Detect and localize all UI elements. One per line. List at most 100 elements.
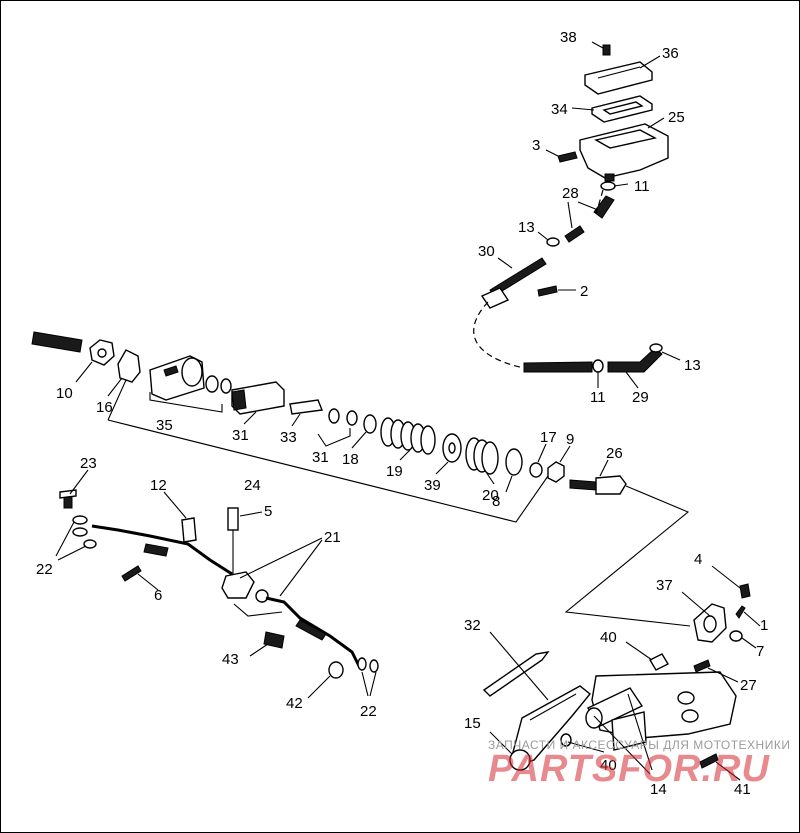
part-clevis-26 [595,475,627,495]
callout-29: 29 [632,389,649,406]
watermark-tagline: ЗАПЧАСТИ И АКСЕССУАРЫ ДЛЯ МОТОТЕХНИКИ [488,738,791,752]
callout-9: 9 [566,431,574,448]
part-clamp-13-lower [649,343,663,353]
part-piston-31-thread [231,389,247,411]
part-clamp-11-top [600,181,616,191]
callout-21: 21 [324,529,341,546]
callout-43: 43 [222,651,239,668]
part-nut-9 [547,461,565,483]
part-seal-31b [346,410,358,426]
part-oring-35b [220,378,232,394]
part-threaded-rod [31,331,83,353]
pedal-assembly-group [482,583,751,775]
leader-14b [627,693,653,771]
middle-row-group [31,331,691,627]
part-pin-1 [735,605,746,619]
part-banjo-bolt-23-head [59,489,77,499]
part-clip-12 [181,517,197,543]
bracket-21-lower [233,603,283,617]
part-line-sleeve [143,543,169,557]
part-pad-32 [482,651,550,697]
bracket-24 [107,419,549,523]
callout-22: 22 [36,561,53,578]
part-clevis-37-hole [703,615,717,633]
part-pedal-15-pivot [509,749,531,771]
part-boot-20 [465,437,499,475]
callout-11b: 11 [590,389,606,406]
callout-28: 28 [562,185,579,202]
part-ring-18 [363,414,377,434]
callout-18: 18 [342,451,359,468]
leader-lines-middle [75,361,609,493]
callout-13: 13 [518,219,535,236]
leader-14a [593,715,651,775]
part-switch-43 [263,631,285,649]
part-brake-line [91,524,233,576]
part-screw-6 [121,565,142,582]
part-pushrod-33 [289,399,323,415]
part-hose-28-b [564,225,585,243]
part-washer-22d [357,657,367,671]
part-screw-2 [537,285,558,297]
callout-37: 37 [656,577,673,594]
part-pedal-15-grip [529,693,577,721]
part-washer-39-hole [448,442,456,454]
callout-33: 33 [280,429,297,446]
part-hose-lower [523,361,593,373]
callout-25: 25 [668,109,685,126]
part-nut-10-hole [97,348,107,358]
leader-lines-lower-left [55,469,377,699]
part-fitting-25 [604,173,615,182]
part-spacer-40b [560,733,572,747]
callout-labels: 38 36 34 25 3 11 28 13 30 2 13 11 29 10 … [36,29,768,798]
callout-30: 30 [478,243,495,260]
callout-23: 23 [80,455,97,472]
bracket-24-left [107,379,127,421]
callout-12: 12 [150,477,167,494]
part-washer-8 [505,448,523,476]
callout-14: 14 [650,781,667,798]
callout-2: 2 [580,283,588,300]
part-clamp-13-top [546,237,560,247]
part-clevis-26-thread [569,479,597,491]
part-bracket-14-hole1 [677,691,695,705]
part-bolt-4 [739,583,751,599]
part-spacer-40 [649,653,669,671]
callout-39: 39 [424,477,441,494]
part-screw-27 [693,659,711,673]
callout-34: 34 [551,101,568,118]
part-washer-22b [72,527,88,537]
leader-lines-pedal [489,565,761,781]
callout-24: 24 [244,477,261,494]
callout-40: 40 [600,629,617,646]
part-reservoir-25 [579,123,669,179]
callout-36: 36 [662,45,679,62]
part-shaft-end [585,707,603,729]
part-cover-36 [584,61,653,95]
part-bolt-3 [557,151,578,163]
bracket-31 [317,428,351,447]
part-bore-35-screw [163,365,179,377]
part-washer-22e [369,659,379,673]
callout-13b: 13 [684,357,701,374]
callout-40b: 40 [600,757,617,774]
callout-5: 5 [264,503,272,520]
callout-38: 38 [560,29,577,46]
part-oring-35a [205,375,219,393]
part-reservoir-25-top [594,129,657,149]
callout-35: 35 [156,417,173,434]
part-cap-42 [328,661,344,679]
part-washer-22c [83,539,97,549]
brake-line-group [59,489,379,679]
callout-7: 7 [756,643,764,660]
part-brake-line-2 [265,596,362,669]
part-bracket-14-hole2 [681,709,699,723]
part-decal [611,711,647,751]
callout-27: 27 [740,677,757,694]
callout-41: 41 [734,781,751,798]
callout-31: 31 [232,427,249,444]
callout-31b: 31 [312,449,329,466]
callout-26: 26 [606,445,623,462]
part-nut-17 [529,462,543,478]
